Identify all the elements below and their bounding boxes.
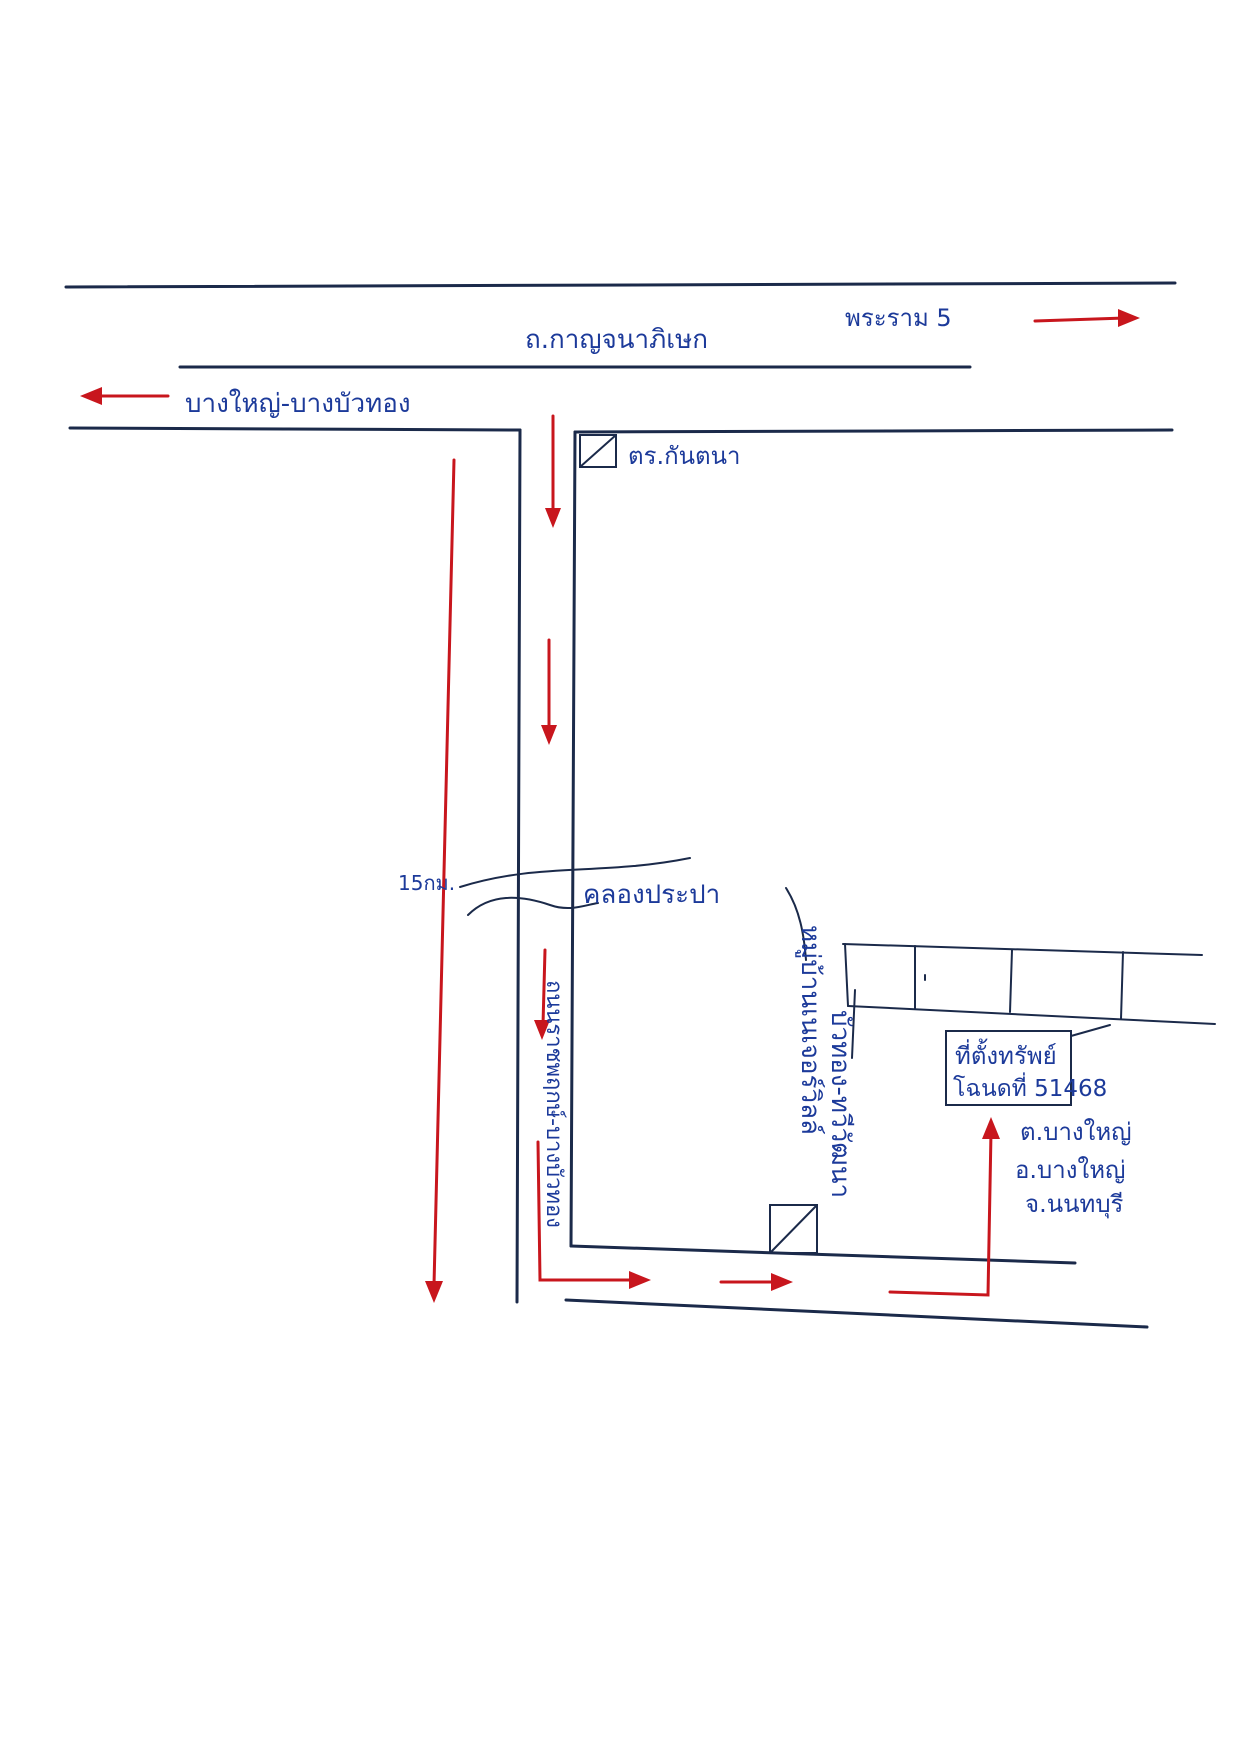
to-west-label: บางใหญ่-บางบัวทอง	[185, 389, 411, 419]
police-box-symbol	[579, 434, 617, 468]
arrow-distance	[425, 458, 456, 1303]
subdistrict-label: ต.บางใหญ่	[1020, 1118, 1132, 1146]
side-road-label: ถนนราชพฤกษ์-บางบัวทอง	[541, 980, 566, 1228]
canal-crossing	[459, 857, 691, 916]
village-marker-lines	[785, 887, 856, 1059]
village-gate-symbol	[769, 1204, 818, 1254]
direction-arrows	[80, 309, 1140, 1303]
building-row	[842, 943, 1216, 1025]
main-road	[64, 281, 1177, 434]
arrow-west	[80, 387, 170, 405]
arrow-east-bottom-2	[719, 1273, 793, 1291]
property-label-line1: ที่ตั้งทรัพย์	[955, 1038, 1057, 1070]
main-road-label: ถ.กาญจนาภิเษก	[525, 325, 708, 355]
village-label: หมู่บ้านเนเจอร์วิลล์	[795, 925, 825, 1135]
property-label-line2: โฉนดที่ 51468	[953, 1072, 1107, 1102]
property-box	[945, 1024, 1111, 1106]
village-road-label: บัวทอง-ทวีวัฒนา	[825, 1010, 855, 1198]
district-label: อ.บางใหญ่	[1015, 1156, 1125, 1184]
side-road	[515, 428, 577, 1304]
arrow-east-bottom-1	[536, 1140, 651, 1289]
bottom-road	[564, 1244, 1149, 1329]
arrow-east	[1033, 309, 1140, 327]
arrow-south-2	[541, 638, 557, 745]
arrow-south-1	[545, 414, 561, 528]
arrow-to-property	[888, 1117, 1000, 1297]
arrow-south-3	[534, 948, 550, 1040]
canal-label: คลองประปา	[583, 880, 720, 910]
police-box-label: ตร.กันตนา	[628, 442, 741, 470]
to-east-label: พระราม 5	[845, 304, 952, 332]
province-label: จ.นนทบุรี	[1025, 1190, 1124, 1219]
distance-label: 15กม.	[398, 871, 455, 895]
